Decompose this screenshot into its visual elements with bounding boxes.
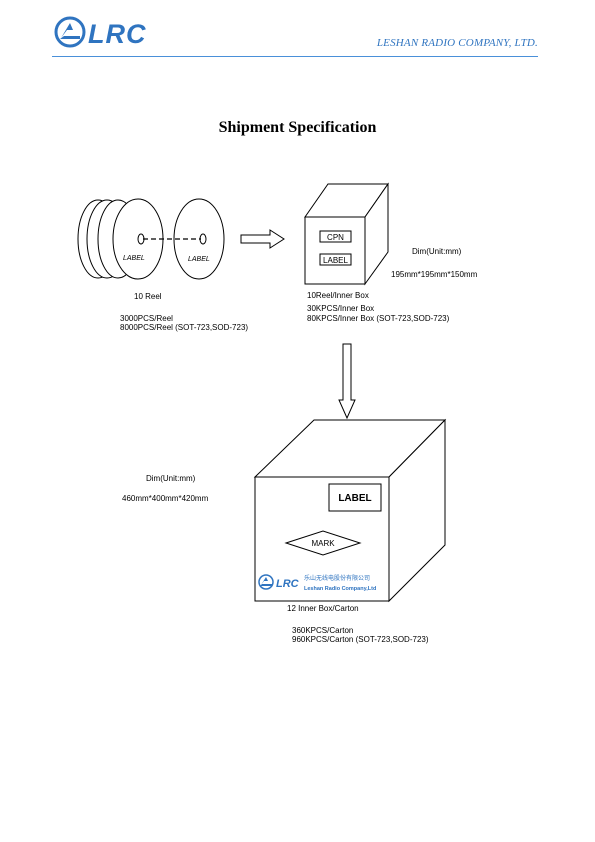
- carton-qty-1: 360KPCS/Carton: [292, 626, 354, 635]
- carton-company-cn: 乐山无线电股份有限公司: [304, 574, 370, 582]
- reel-single-label: LABEL: [188, 256, 210, 263]
- header-divider: [52, 56, 538, 57]
- carton-count: 12 Inner Box/Carton: [287, 604, 359, 613]
- reel-front-label: LABEL: [123, 255, 145, 262]
- carton-mark-diamond: [284, 530, 362, 556]
- carton-mark: MARK: [311, 539, 335, 548]
- carton-label: LABEL: [338, 493, 371, 504]
- arrow-down-icon: [338, 343, 356, 420]
- header-logo: LRC: [54, 16, 158, 53]
- inner-box-label: LABEL: [323, 256, 348, 265]
- carton-logo: LRC 乐山无线电股份有限公司 Leshan Radio Company,Ltd: [258, 574, 376, 592]
- carton-dim-value: 460mm*400mm*420mm: [122, 494, 209, 503]
- reel-count: 10 Reel: [134, 292, 162, 301]
- page-title: Shipment Specification: [218, 119, 377, 136]
- inner-box-cpn: CPN: [327, 233, 344, 242]
- carton-label-frame: [328, 483, 382, 512]
- reel-qty-1: 3000PCS/Reel: [120, 314, 173, 323]
- inner-box-count: 10Reel/Inner Box: [307, 291, 369, 300]
- company-name: LESHAN RADIO COMPANY, LTD.: [376, 37, 538, 49]
- inner-box-dim-value: 195mm*195mm*150mm: [391, 270, 478, 279]
- logo-text: LRC: [88, 19, 147, 48]
- inner-box-qty-2: 80KPCS/Inner Box (SOT-723,SOD-723): [307, 314, 450, 323]
- inner-box-label-frame: [319, 253, 352, 266]
- reel-qty-2: 8000PCS/Reel (SOT-723,SOD-723): [120, 323, 249, 332]
- inner-box: [304, 182, 389, 286]
- carton-company-en: Leshan Radio Company,Ltd: [304, 586, 376, 592]
- arrow-right-icon: [240, 229, 285, 249]
- carton-logo-text: LRC: [276, 578, 300, 590]
- carton-dim-label: Dim(Unit:mm): [146, 474, 196, 483]
- inner-box-qty-1: 30KPCS/Inner Box: [307, 304, 375, 313]
- inner-box-front: [304, 216, 366, 285]
- lrc-logo-icon: LRC: [54, 16, 147, 49]
- inner-box-dim-label: Dim(Unit:mm): [412, 247, 462, 256]
- carton-box: [253, 418, 447, 603]
- carton-qty-2: 960KPCS/Carton (SOT-723,SOD-723): [292, 635, 429, 644]
- inner-box-cpn-frame: [319, 230, 352, 243]
